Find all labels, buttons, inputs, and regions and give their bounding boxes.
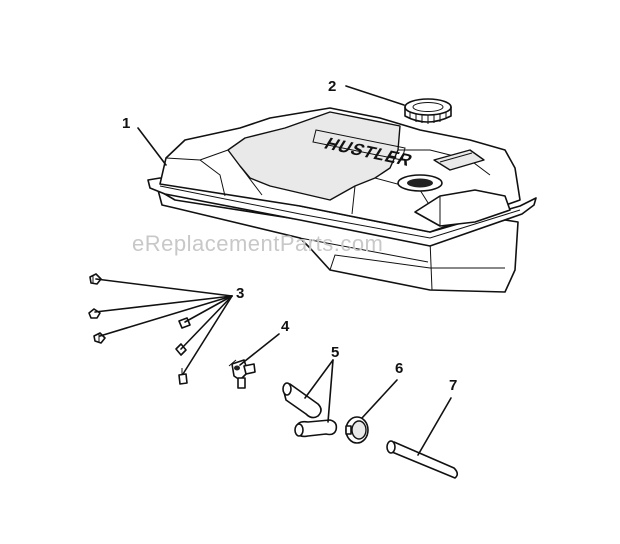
hose-elbows[interactable]: [282, 382, 338, 438]
callout-3: 3: [236, 285, 244, 302]
callout-2: 2: [328, 78, 336, 95]
callout-6: 6: [395, 360, 403, 377]
watermark: eReplacementParts.com: [132, 231, 383, 256]
callouts: 1 2 3 4 5 6 7: [122, 78, 457, 394]
shutoff-valve[interactable]: [228, 359, 256, 389]
callout-5: 5: [331, 344, 339, 361]
leader-lines: [94, 85, 452, 456]
callout-1: 1: [122, 115, 130, 132]
callout-7: 7: [449, 377, 457, 394]
fuel-tank[interactable]: HUSTLER: [147, 107, 537, 293]
fuel-line[interactable]: [386, 440, 459, 479]
fuel-cap[interactable]: [404, 98, 452, 124]
callout-4: 4: [281, 318, 290, 335]
fastener-2: [88, 308, 101, 319]
fuel-filter[interactable]: [345, 416, 369, 444]
fasteners[interactable]: [88, 273, 191, 385]
